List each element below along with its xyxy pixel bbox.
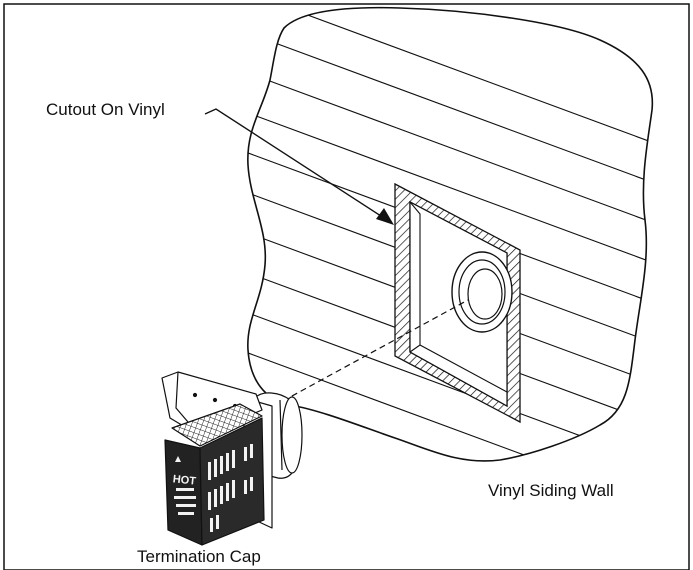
cap-grille <box>171 403 263 447</box>
cutout-depth-lines <box>409 201 508 393</box>
cap-collar-ring <box>281 396 303 474</box>
cutout-label: Cutout On Vinyl <box>46 100 165 119</box>
cap-front-panel <box>164 439 203 546</box>
wall-outline <box>247 6 654 462</box>
vinyl-cutout <box>394 182 521 424</box>
cutout-leader-arrow <box>204 108 394 225</box>
termination-cap: HOT <box>161 371 303 546</box>
cap-warning-decal <box>174 456 196 515</box>
cap-side-slots <box>208 444 253 532</box>
outer-border <box>3 3 690 570</box>
cap-hot-text: HOT <box>172 473 197 487</box>
vent-pipe-inner-ring <box>467 268 503 320</box>
wall-label: Vinyl Siding Wall <box>488 481 614 500</box>
termination-cap-label: Termination Cap <box>137 547 261 566</box>
